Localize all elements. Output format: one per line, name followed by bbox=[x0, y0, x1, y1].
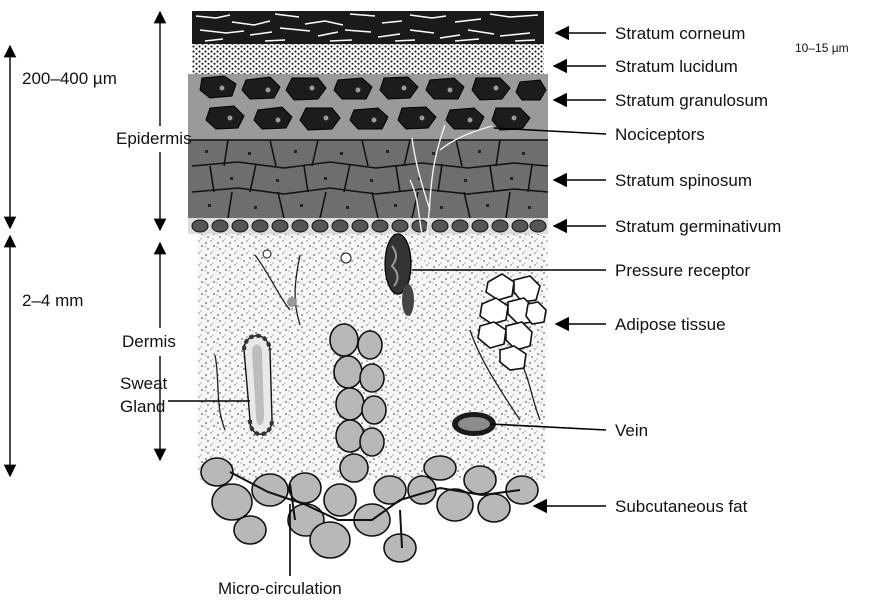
skin-block bbox=[188, 11, 548, 562]
vein-body bbox=[452, 412, 496, 436]
svg-text:Pressure receptor: Pressure receptor bbox=[615, 261, 750, 280]
svg-text:Subcutaneous fat: Subcutaneous fat bbox=[615, 497, 748, 516]
svg-text:Vein: Vein bbox=[615, 421, 648, 440]
svg-text:Stratum spinosum: Stratum spinosum bbox=[615, 171, 752, 190]
svg-text:Stratum germinativum: Stratum germinativum bbox=[615, 217, 781, 236]
stratum-corneum-layer bbox=[192, 11, 544, 44]
dermis-extent-indicator: Dermis bbox=[122, 243, 176, 460]
dermis-cell bbox=[341, 253, 351, 263]
label-adipose-tissue: Adipose tissue bbox=[556, 315, 726, 334]
dermis-label: Dermis bbox=[122, 332, 176, 351]
label-stratum-spinosum: Stratum spinosum bbox=[554, 171, 752, 190]
sweat-gland-label-line2: Gland bbox=[120, 397, 165, 416]
svg-text:Stratum lucidum: Stratum lucidum bbox=[615, 57, 738, 76]
stratum-spinosum-layer bbox=[188, 140, 548, 218]
epidermis-depth-indicator: 200–400 µm bbox=[10, 46, 117, 228]
label-subcutaneous-fat: Subcutaneous fat bbox=[534, 497, 748, 516]
epidermis-thickness-label: 200–400 µm bbox=[22, 69, 117, 88]
svg-text:Nociceptors: Nociceptors bbox=[615, 125, 705, 144]
dermis-cell bbox=[287, 297, 297, 307]
epidermis-label: Epidermis bbox=[116, 129, 192, 148]
svg-text:Stratum corneum: Stratum corneum bbox=[615, 24, 745, 43]
stratum-granulosum-layer bbox=[188, 74, 548, 140]
svg-text:Micro-circulation: Micro-circulation bbox=[218, 579, 342, 598]
label-stratum-corneum: Stratum corneum 10–15 µm bbox=[556, 24, 849, 55]
corneum-thickness-label: 10–15 µm bbox=[795, 41, 849, 55]
svg-text:Adipose tissue: Adipose tissue bbox=[615, 315, 726, 334]
dermis-depth-indicator: 2–4 mm bbox=[10, 236, 83, 476]
sweat-gland-label-line1: Sweat bbox=[120, 374, 168, 393]
dermis-thickness-label: 2–4 mm bbox=[22, 291, 83, 310]
epidermis-extent-indicator: Epidermis bbox=[116, 12, 192, 230]
stratum-lucidum-layer bbox=[192, 44, 544, 74]
stratum-germinativum-layer bbox=[188, 218, 548, 234]
label-stratum-germinativum: Stratum germinativum bbox=[554, 217, 781, 236]
dermis-cell bbox=[263, 250, 271, 258]
svg-text:Stratum granulosum: Stratum granulosum bbox=[615, 91, 768, 110]
label-stratum-lucidum: Stratum lucidum bbox=[554, 57, 738, 76]
label-stratum-granulosum: Stratum granulosum bbox=[554, 91, 768, 110]
